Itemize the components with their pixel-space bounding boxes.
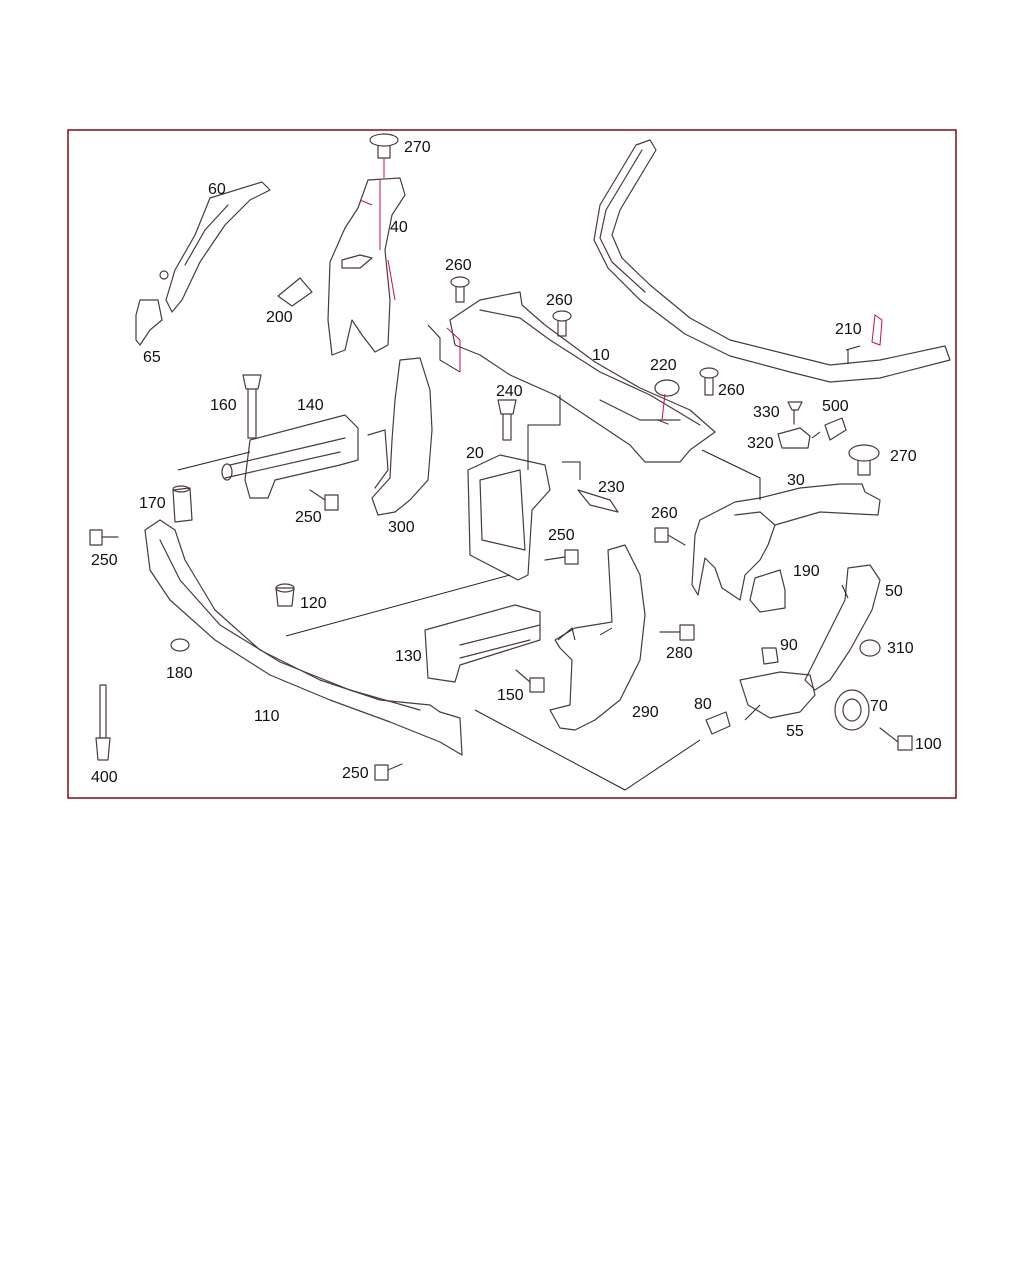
part-240-bolt[interactable]: [497, 399, 517, 441]
label-300: 300: [388, 519, 415, 536]
label-60: 60: [208, 181, 226, 198]
part-500-pad[interactable]: [824, 417, 847, 441]
label-80: 80: [694, 696, 712, 713]
part-20-housing[interactable]: [467, 454, 551, 581]
label-200: 200: [266, 309, 293, 326]
label-110: 110: [254, 708, 280, 725]
part-60-strut[interactable]: [159, 181, 271, 313]
label-260: 260: [445, 257, 472, 274]
part-110-lower-beam[interactable]: [144, 519, 463, 756]
part-140-arm[interactable]: [221, 414, 359, 499]
label-270: 270: [890, 448, 917, 465]
leader-lines: [177, 324, 861, 791]
part-120-bushing[interactable]: [275, 583, 295, 607]
label-170: 170: [139, 495, 166, 512]
label-160: 160: [210, 397, 237, 414]
label-190: 190: [793, 563, 820, 580]
label-50: 50: [885, 583, 903, 600]
label-250: 250: [548, 527, 575, 544]
label-240: 240: [496, 383, 523, 400]
part-90-bolt[interactable]: [761, 647, 779, 665]
part-260-bolt-b[interactable]: [552, 310, 572, 337]
label-250: 250: [342, 765, 369, 782]
part-10-crossmember[interactable]: [446, 291, 716, 463]
label-260: 260: [651, 505, 678, 522]
label-90: 90: [780, 637, 798, 654]
part-190-mount[interactable]: [749, 569, 786, 613]
part-200-plate[interactable]: [277, 277, 313, 307]
label-20: 20: [466, 445, 484, 462]
part-150-bolt[interactable]: [515, 669, 545, 693]
label-40: 40: [390, 219, 408, 236]
label-70: 70: [870, 698, 888, 715]
part-180-nut[interactable]: [170, 638, 190, 652]
label-150: 150: [497, 687, 524, 704]
part-280-bolt[interactable]: [659, 624, 695, 641]
part-260-bolt-d[interactable]: [654, 527, 686, 546]
label-130: 130: [395, 648, 422, 665]
label-280: 280: [666, 645, 693, 662]
part-250-bolt-d[interactable]: [374, 763, 403, 781]
part-300-bracket[interactable]: [367, 357, 433, 516]
label-250: 250: [91, 552, 118, 569]
part-130-bracket[interactable]: [424, 604, 541, 683]
part-310-nut[interactable]: [859, 639, 881, 657]
part-220-grommet[interactable]: [654, 379, 680, 425]
label-30: 30: [787, 472, 805, 489]
part-210-bumper-bar[interactable]: [593, 139, 951, 383]
part-330-bolt[interactable]: [787, 401, 803, 425]
part-65-clip[interactable]: [135, 299, 163, 346]
part-320-bracket[interactable]: [777, 427, 811, 449]
part-50-arm[interactable]: [804, 564, 881, 691]
label-10: 10: [592, 347, 610, 364]
label-220: 220: [650, 357, 677, 374]
label-140: 140: [297, 397, 324, 414]
label-230: 230: [598, 479, 625, 496]
label-55: 55: [786, 723, 804, 740]
part-55-bracket[interactable]: [739, 671, 816, 719]
part-230-clip[interactable]: [577, 489, 619, 513]
label-320: 320: [747, 435, 774, 452]
label-310: 310: [887, 640, 914, 657]
part-30-bracket[interactable]: [691, 483, 881, 601]
diagram-frame: [67, 129, 957, 799]
part-170-sleeve[interactable]: [172, 485, 193, 523]
part-250-bolt-c[interactable]: [544, 549, 579, 565]
part-400-rivet[interactable]: [95, 684, 111, 761]
label-290: 290: [632, 704, 659, 721]
part-290-bracket[interactable]: [549, 544, 646, 731]
part-100-bolt[interactable]: [879, 727, 913, 751]
label-330: 330: [753, 404, 780, 421]
label-210: 210: [835, 321, 862, 338]
part-80-spacer[interactable]: [705, 711, 731, 735]
label-270: 270: [404, 139, 431, 156]
part-250-bolt-b[interactable]: [309, 489, 339, 511]
label-500: 500: [822, 398, 849, 415]
part-70-bearing[interactable]: [834, 689, 870, 731]
label-260: 260: [546, 292, 573, 309]
part-260-bolt-a[interactable]: [450, 276, 470, 303]
part-260-bolt-c[interactable]: [699, 367, 719, 396]
label-180: 180: [166, 665, 193, 682]
part-270-fastener-right[interactable]: [848, 444, 880, 476]
callout-labels: 270 60 40 260 200 65 260 10 220 210 260 …: [91, 139, 942, 786]
part-160-bolt[interactable]: [242, 374, 262, 439]
part-40-bracket[interactable]: [327, 177, 406, 356]
label-400: 400: [91, 769, 118, 786]
label-100: 100: [915, 736, 942, 753]
part-270-fastener-top[interactable]: [369, 133, 399, 178]
label-120: 120: [300, 595, 327, 612]
label-260: 260: [718, 382, 745, 399]
label-65: 65: [143, 349, 161, 366]
part-250-bolt-a[interactable]: [89, 529, 119, 546]
label-250: 250: [295, 509, 322, 526]
